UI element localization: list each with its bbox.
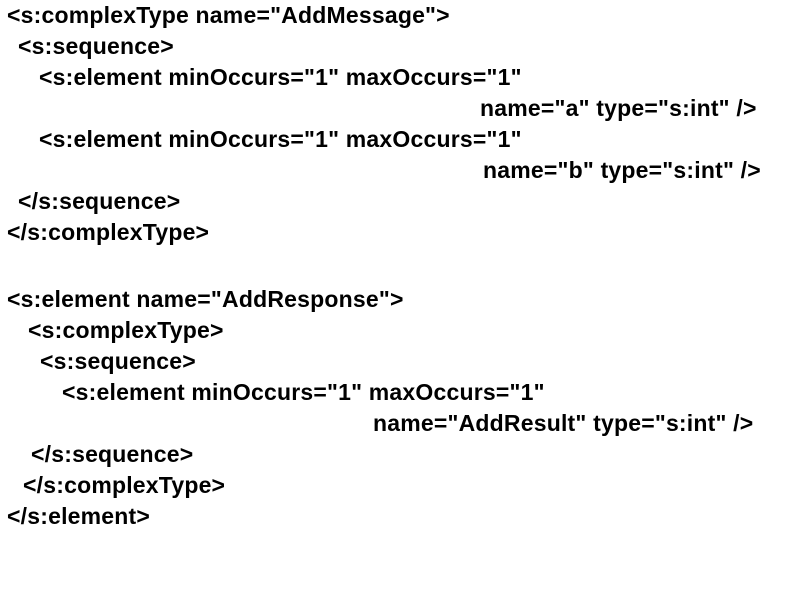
- code-line-complextype-open: <s:complexType name="AddMessage">: [7, 2, 450, 28]
- code-line-element-a-attrs: name="a" type="s:int" />: [480, 95, 757, 121]
- code-line-complextype2-open: <s:complexType>: [28, 317, 224, 343]
- code-line-addresponse-open: <s:element name="AddResponse">: [7, 286, 404, 312]
- code-line-element-b-open: <s:element minOccurs="1" maxOccurs="1": [39, 126, 522, 152]
- code-line-element-result-attrs: name="AddResult" type="s:int" />: [373, 410, 754, 436]
- code-line-element-b-attrs: name="b" type="s:int" />: [483, 157, 761, 183]
- code-line-element-a-open: <s:element minOccurs="1" maxOccurs="1": [39, 64, 522, 90]
- code-line-element-result-open: <s:element minOccurs="1" maxOccurs="1": [62, 379, 545, 405]
- code-line-complextype2-close: </s:complexType>: [23, 472, 226, 498]
- code-line-element-close: </s:element>: [7, 503, 151, 529]
- code-line-sequence-open: <s:sequence>: [18, 33, 174, 59]
- code-line-sequence2-open: <s:sequence>: [40, 348, 196, 374]
- code-line-complextype-close: </s:complexType>: [7, 219, 210, 245]
- code-line-sequence2-close: </s:sequence>: [31, 441, 194, 467]
- code-line-sequence-close: </s:sequence>: [18, 188, 181, 214]
